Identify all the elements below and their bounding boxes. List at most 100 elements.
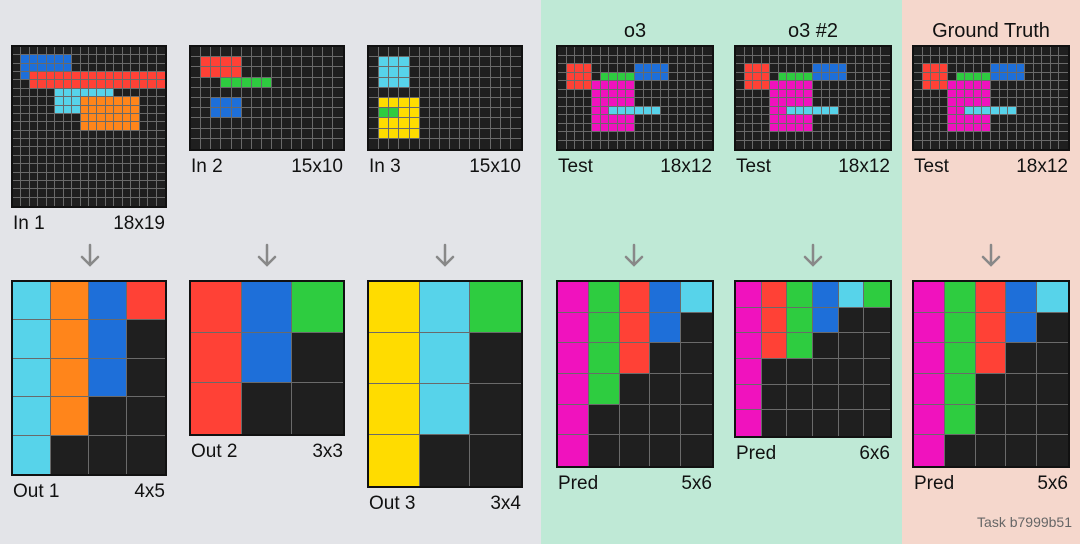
grid-cell (558, 373, 589, 405)
grid-cell (999, 72, 1009, 81)
grid-cell (872, 106, 882, 115)
grid-cell (29, 147, 39, 156)
grid-cell (490, 97, 501, 109)
grid-cell (51, 282, 89, 321)
grid-label: Out 2 (191, 441, 238, 462)
grid-cell (660, 98, 670, 107)
grid-cell (21, 55, 30, 64)
grid-cell (55, 155, 64, 165)
grid-cell (46, 113, 56, 123)
grid-cell (795, 89, 805, 98)
grid-cell (55, 130, 64, 140)
grid-cell (241, 57, 252, 68)
grid-cell (72, 72, 81, 81)
grid-cell (322, 138, 333, 149)
grid-cell (956, 89, 966, 98)
grid-cell (231, 138, 242, 149)
grid-cell (804, 106, 813, 115)
grid-cell (480, 67, 491, 78)
grid-cell (881, 132, 890, 141)
grid-cell (939, 81, 949, 90)
grid-cell (148, 189, 157, 198)
grid-cell (922, 64, 932, 73)
grid-cell (231, 87, 242, 98)
grid-cell (770, 47, 779, 56)
grid-cell (1025, 81, 1034, 90)
grid-cell (744, 98, 754, 107)
grid-cell (626, 47, 635, 56)
grid-cell (148, 172, 157, 181)
grid-cell (369, 128, 380, 139)
grid-cell (251, 128, 262, 139)
grid-cell (855, 132, 865, 141)
grid-cell (1042, 140, 1051, 149)
grid-label: Out 1 (13, 481, 60, 502)
grid-cell (795, 64, 805, 73)
grid-cell (63, 55, 73, 64)
grid-cell (272, 138, 283, 149)
grid-cell (282, 97, 293, 109)
grid-cell (588, 282, 620, 313)
grid-cell (975, 312, 1007, 344)
grid-cell (131, 55, 140, 64)
grid-cell (419, 77, 430, 88)
grid-cell (1042, 81, 1051, 90)
grid-cell (231, 47, 242, 58)
grid-cell (770, 98, 779, 107)
grid-cell (460, 128, 471, 139)
grid-cell (982, 98, 991, 107)
grid-cell (855, 47, 865, 56)
grid-cell (847, 132, 856, 141)
grid-cell (251, 57, 262, 68)
grid-cell (795, 123, 805, 132)
grid-cell (914, 435, 945, 466)
grid-cell (114, 122, 123, 131)
grid-cell (948, 72, 957, 81)
grid-cell (821, 115, 831, 124)
grid-cell (855, 98, 865, 107)
grid-cell (63, 122, 73, 131)
grid-cell (600, 98, 610, 107)
grid-cell (592, 89, 601, 98)
grid-cell (982, 123, 991, 132)
grid-cell (973, 55, 983, 64)
grid-cell (63, 189, 73, 198)
grid-cell (241, 108, 252, 119)
grid-cell (261, 77, 273, 88)
grid-cell (302, 67, 313, 78)
grid-cell (686, 47, 695, 56)
grid-cell (558, 343, 589, 374)
grid-cell (211, 128, 222, 139)
grid-cell (490, 128, 501, 139)
grid-cell (80, 88, 89, 98)
grid-cell (399, 108, 410, 119)
grid-cell (332, 118, 343, 129)
grid-cell (812, 307, 839, 334)
grid-cell (211, 47, 222, 58)
grid-cell (804, 140, 813, 149)
grid-cell (97, 113, 106, 123)
grid-cell (13, 435, 51, 474)
grid-cell (643, 81, 653, 90)
grid-cell (864, 384, 890, 411)
grid-cell (450, 77, 461, 88)
grid-cell (838, 307, 865, 334)
grid-cell (369, 108, 380, 119)
grid-cell (736, 410, 762, 436)
grid-cell (990, 72, 1000, 81)
grid-cell (127, 397, 165, 436)
grid-cell (312, 57, 323, 68)
grid-cell (429, 97, 440, 109)
grid-cell (566, 81, 576, 90)
grid-cell (990, 115, 1000, 124)
grid-cell (939, 106, 949, 115)
grid-cell (38, 164, 47, 173)
grid-cell (1008, 123, 1017, 132)
grid-cell (617, 123, 627, 132)
grid-cell (583, 132, 593, 141)
grid-cell (744, 132, 754, 141)
grid-cell (72, 88, 81, 98)
grid-cell (914, 404, 945, 436)
grid-cell (500, 138, 511, 149)
grid-cell (965, 72, 974, 81)
